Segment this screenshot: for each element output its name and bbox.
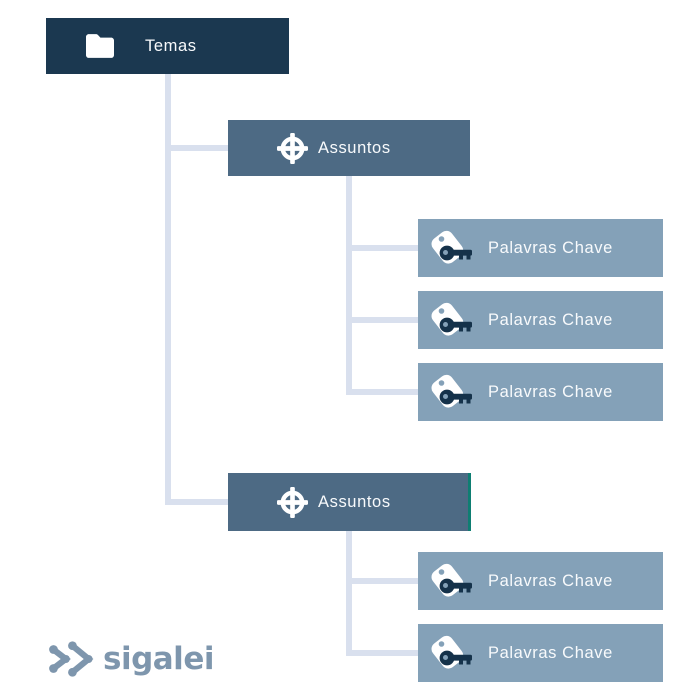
sigalei-logo-text: sigalei [103, 641, 214, 677]
target-icon [277, 132, 308, 164]
target-icon [277, 486, 308, 518]
tag-key-icon [431, 635, 472, 669]
node-label: Palavras Chave [488, 571, 613, 590]
connector-branch-assuntos-1 [171, 145, 228, 151]
tag-key-icon [431, 230, 472, 264]
node-label: Temas [145, 36, 197, 55]
connector-sub1-branch-1 [352, 245, 418, 251]
connector-trunk-vertical [165, 74, 171, 505]
connector-branch-assuntos-2 [165, 499, 228, 505]
sigalei-logo: sigalei [44, 637, 214, 681]
tag-key-icon [431, 374, 472, 408]
node-temas: Temas [46, 18, 289, 74]
node-label: Palavras Chave [488, 382, 613, 401]
connector-sub2-branch-1 [352, 578, 418, 584]
tag-key-icon [431, 563, 472, 597]
connector-sub2-vertical [346, 531, 352, 656]
connector-sub1-branch-2 [352, 317, 418, 323]
node-assuntos-2: Assuntos [228, 473, 471, 531]
node-label: Palavras Chave [488, 643, 613, 662]
node-label: Assuntos [318, 492, 391, 511]
node-label: Palavras Chave [488, 310, 613, 329]
node-palavras-chave-1: Palavras Chave [418, 219, 663, 277]
sigalei-double-chevron-icon [49, 641, 94, 677]
connector-sub1-branch-3 [346, 389, 418, 395]
node-palavras-chave-3: Palavras Chave [418, 363, 663, 421]
node-label: Assuntos [318, 138, 391, 157]
node-palavras-chave-5: Palavras Chave [418, 624, 663, 682]
node-palavras-chave-4: Palavras Chave [418, 552, 663, 610]
tag-key-icon [431, 302, 472, 336]
connector-sub1-vertical [346, 176, 352, 395]
node-assuntos-1: Assuntos [228, 120, 470, 176]
node-label: Palavras Chave [488, 238, 613, 257]
folder-icon [86, 34, 114, 58]
node-palavras-chave-2: Palavras Chave [418, 291, 663, 349]
connector-sub2-branch-2 [346, 650, 418, 656]
